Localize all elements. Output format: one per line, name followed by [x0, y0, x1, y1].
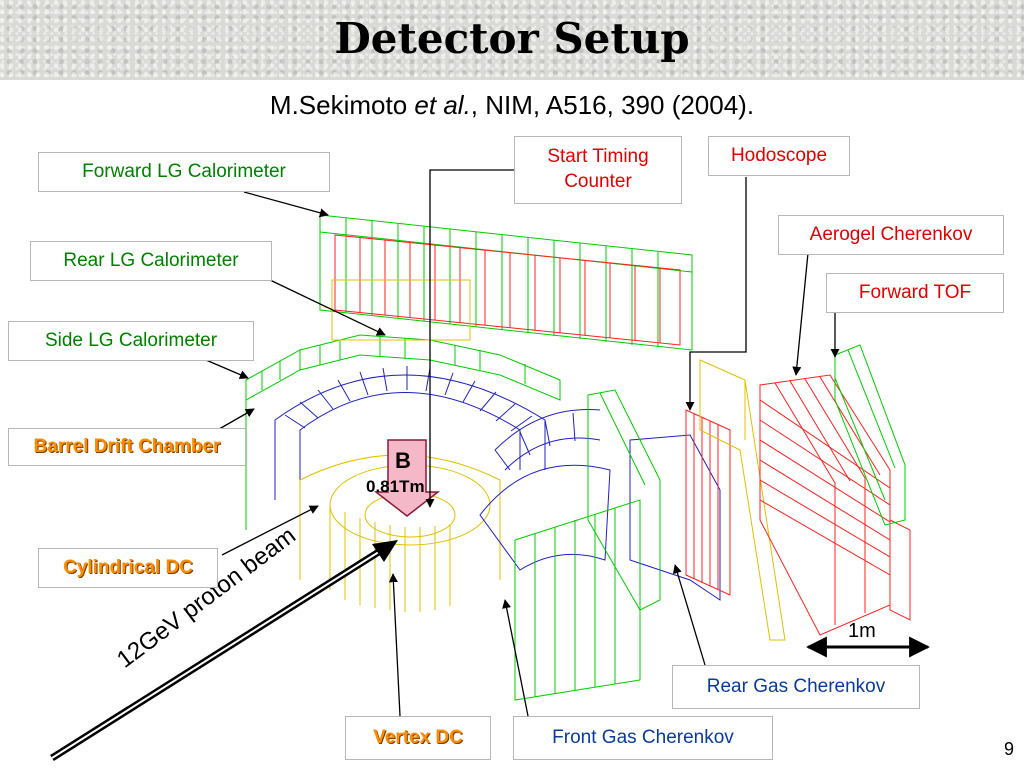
rear-lg-calorimeter	[334, 234, 681, 346]
label-forward-tof: Forward TOF	[826, 273, 1004, 313]
proton-beam-arrow	[50, 540, 398, 761]
citation-authors: M.Sekimoto	[269, 90, 415, 120]
label-rear-gas-cherenkov: Rear Gas Cherenkov	[672, 665, 920, 709]
label-rear-lg-calorimeter: Rear LG Calorimeter	[30, 241, 272, 281]
citation: M.Sekimoto et al., NIM, A516, 390 (2004)…	[0, 90, 1024, 121]
forward-lg-calorimeter	[319, 214, 693, 351]
label-vertex-dc: Vertex DC	[345, 716, 491, 760]
pointer-lines	[205, 169, 840, 717]
scale-label: 1m	[848, 620, 876, 642]
label-forward-lg-calorimeter: Forward LG Calorimeter	[38, 152, 330, 192]
hodoscope-counters	[685, 409, 731, 596]
label-start-timing-counter: Start Timing Counter	[514, 136, 682, 204]
slide-title: Detector Setup	[334, 14, 690, 63]
label-hodoscope: Hodoscope	[708, 136, 850, 176]
title-bar-background	[0, 0, 1024, 80]
field-symbol: B	[395, 448, 411, 473]
label-aerogel-cherenkov: Aerogel Cherenkov	[778, 215, 1004, 255]
field-value: 0.81Tm	[366, 477, 425, 496]
side-lg-calorimeter	[245, 334, 561, 530]
label-front-gas-cherenkov: Front Gas Cherenkov	[513, 716, 773, 760]
front-green-counters	[514, 389, 661, 701]
front-gas-cherenkov	[479, 409, 721, 601]
forward-tof	[759, 374, 911, 636]
citation-reference: , NIM, A516, 390 (2004).	[470, 90, 755, 120]
citation-et-al: et al.	[414, 90, 471, 120]
label-side-lg-calorimeter: Side LG Calorimeter	[8, 321, 254, 361]
label-barrel-drift-chamber: Barrel Drift Chamber	[8, 428, 246, 466]
aerogel-plane	[699, 359, 786, 641]
barrel-drift-chamber	[274, 366, 546, 500]
magnetic-field-arrow	[373, 439, 441, 517]
label-cylindrical-dc: Cylindrical DC	[38, 548, 218, 588]
forward-green-columns	[834, 344, 906, 526]
page-number: 9	[1003, 739, 1014, 759]
